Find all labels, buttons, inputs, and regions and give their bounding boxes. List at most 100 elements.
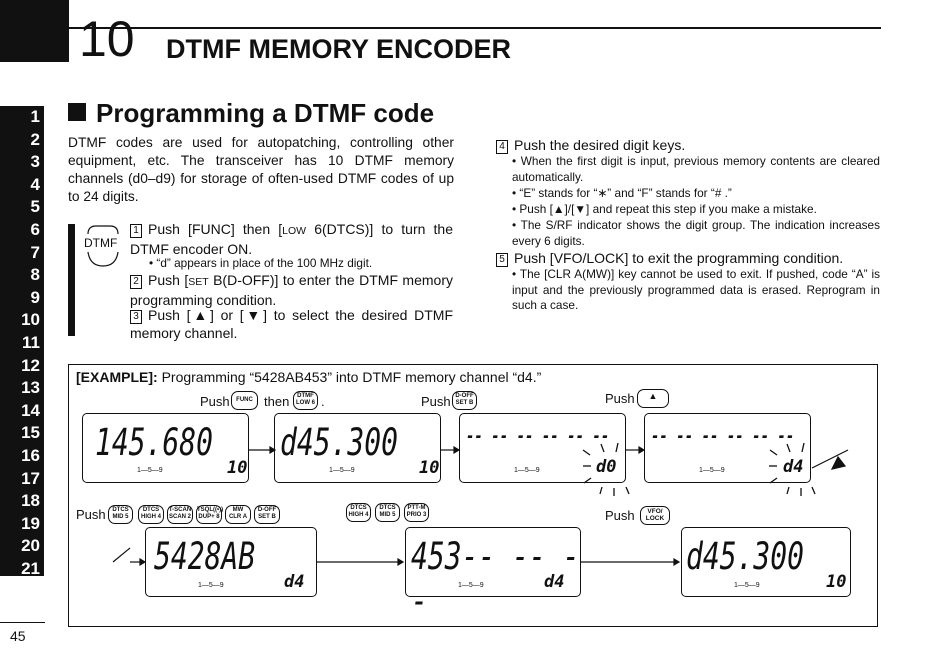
lcd-display-6: 453-- -- -- d4 1—5—9 (405, 527, 581, 623)
chapter-tab-19[interactable]: 19 (21, 513, 40, 533)
dup8-key[interactable]: TSQL((•))DUP+ 8 (196, 505, 224, 524)
chapter-tab-4[interactable]: 4 (30, 174, 40, 194)
key-sub-label: DTCS (350, 505, 367, 511)
chapter-tab-3[interactable]: 3 (30, 152, 40, 172)
step-4-note-2: • “E” stands for “∗” and “F” stands for … (512, 186, 732, 200)
then-label: then (264, 394, 290, 409)
blink-rays-d0 (582, 442, 630, 496)
chapter-tab-15[interactable]: 15 (21, 423, 40, 443)
lcd-display-2: d45.300 10 1—5—9 (274, 413, 441, 483)
chapter-tab-21[interactable]: 21 (21, 559, 40, 578)
lcd-main-readout: -- -- -- -- -- -- (466, 426, 610, 448)
step-5-note: • The [CLR A(MW)] key cannot be used to … (512, 267, 880, 313)
chapter-tab-20[interactable]: 20 (21, 536, 40, 556)
chapter-tab-17[interactable]: 17 (21, 468, 40, 488)
step-key-label: SET (188, 276, 209, 288)
key-label: SET B (258, 514, 276, 520)
step-text-cont: B(D-OFF)] to enter the DTMF memory progr… (130, 272, 453, 308)
key-sub-label: TSQL((•)) (197, 507, 224, 513)
key-label: FUNC (236, 397, 253, 403)
step-number: 5 (496, 253, 508, 267)
lcd-main-readout: d45.300 (280, 420, 399, 465)
chapter-tab-11[interactable]: 11 (22, 333, 40, 352)
key-sub-label: DTMF (297, 393, 314, 399)
step-5: 5 Push [VFO/LOCK] to exit the programming… (496, 250, 880, 268)
step-number: 3 (130, 310, 142, 324)
footer-rule (0, 622, 45, 623)
example-text: Programming “5428AB453” into DTMF memory… (161, 369, 542, 385)
section-title: Programming a DTMF code (68, 98, 434, 129)
func-key[interactable]: FUNC (231, 391, 258, 410)
lcd-display-5: 5428AB d4 1—5—9 (145, 527, 317, 597)
key-label: MID 5 (379, 512, 396, 518)
s-meter-scale: 1—5—9 (514, 467, 540, 474)
chapter-tab-1[interactable]: 1 (30, 107, 40, 126)
blink-rays-d4 (769, 442, 816, 496)
key-sub-label: VFO/ (647, 508, 663, 515)
up-key[interactable]: ▲ (637, 389, 669, 408)
lcd-main-readout: -- -- -- -- -- -- (651, 426, 795, 448)
key-sub-label: DTCS (112, 507, 129, 513)
step-4-note-1: • When the first digit is input, previou… (512, 154, 880, 184)
lcd-sub-readout: 10 (419, 458, 440, 478)
s-meter-scale: 1—5—9 (734, 582, 760, 589)
push-label: Push (200, 394, 230, 409)
chapter-tab-16[interactable]: 16 (21, 446, 40, 465)
lcd-sub-readout: 10 (227, 458, 248, 478)
step-number: 4 (496, 140, 508, 154)
lcd-sub-readout-blinking: d4 (783, 457, 804, 477)
chapter-tab-14[interactable]: 14 (21, 400, 40, 420)
square-bullet-icon (68, 103, 86, 121)
chapter-tab-13[interactable]: 13 (21, 378, 40, 398)
chapter-tab-7[interactable]: 7 (30, 242, 40, 262)
chapter-tab-6[interactable]: 6 (30, 220, 40, 239)
up-arrow-icon: ▲ (648, 391, 658, 401)
lcd-main-readout: 145.680 (95, 420, 214, 465)
key-sub-label: DTCS (379, 505, 396, 511)
s-meter-scale: 1—5—9 (458, 582, 484, 589)
step-key-label: LOW (282, 225, 307, 237)
chapter-tab-2[interactable]: 2 (30, 129, 40, 149)
key-label: CLR A (228, 514, 248, 520)
chapter-tab-5[interactable]: 5 (30, 197, 40, 217)
key-label: LOCK (645, 515, 665, 522)
vfo-lock-key[interactable]: VFO/LOCK (640, 506, 670, 525)
intro-paragraph: DTMF codes are used for autopatching, co… (68, 135, 454, 204)
example-caption: [EXAMPLE]: Programming “5428AB453” into … (76, 369, 541, 385)
step-4-note-4: • The S/RF indicator shows the digit gro… (512, 218, 880, 248)
chapter-tab-10[interactable]: 10 (21, 310, 40, 330)
s-meter-scale: 1—5—9 (198, 582, 224, 589)
chapter-tab-8[interactable]: 8 (30, 265, 40, 285)
key-sub-label: D-OFF (455, 393, 474, 399)
key-label: DUP+ 8 (198, 514, 220, 520)
chapter-tab-block (0, 0, 69, 62)
s-meter-scale: 1—5—9 (329, 467, 355, 474)
section-title-text: Programming a DTMF code (96, 98, 435, 128)
step-text: Push [VFO/LOCK] to exit the programming … (514, 250, 844, 266)
dtmf-icon-label: DTMF (84, 236, 118, 250)
step-text: Push [▲] or [▼] to select the desired DT… (130, 307, 453, 341)
lcd-main-readout: d45.300 (686, 534, 805, 579)
key-label: HIGH 4 (140, 514, 161, 520)
chapter-tab-9[interactable]: 9 (30, 287, 40, 307)
chapter-tab-18[interactable]: 18 (21, 491, 40, 511)
step-4-note-3: • Push [▲]/[▼] and repeat this step if y… (512, 202, 817, 216)
s-meter-scale: 1—5—9 (699, 467, 725, 474)
chapter-number: 10 (79, 11, 135, 67)
step-1-note: • “d” appears in place of the 100 MHz di… (149, 256, 373, 270)
key-label: HIGH 4 (348, 512, 369, 518)
chapter-tab-12[interactable]: 12 (21, 355, 40, 375)
